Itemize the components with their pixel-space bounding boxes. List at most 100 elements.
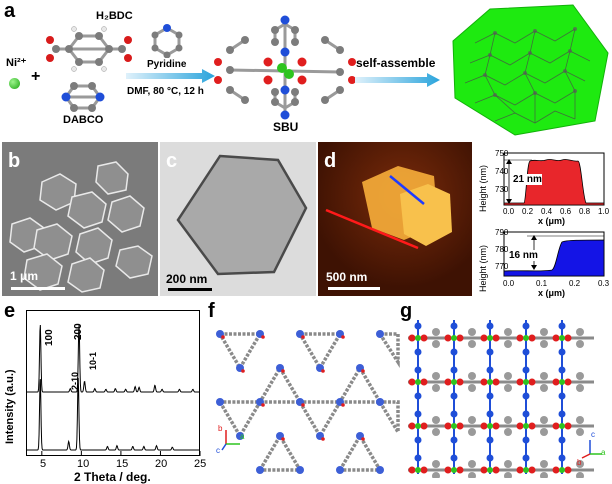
profile-top-xtick: 0.0 (503, 207, 515, 216)
afm-image: d 500 nm (318, 142, 472, 296)
panel-label-b: b (8, 150, 21, 172)
sbu-node-icon (408, 322, 440, 356)
pyridine-label: Pyridine (147, 59, 187, 70)
profile-bottom-fill (503, 239, 605, 277)
xrd-xtick: 5 (40, 458, 47, 470)
profile-top-xlabel: x (μm) (538, 216, 566, 226)
sbu-node-icon (516, 322, 548, 356)
sbu-node-icon (480, 454, 512, 478)
tem-scale-bar (168, 288, 212, 291)
profile-bottom-xtick: 0.2 (569, 279, 581, 288)
profile-top-ytick: 730 (495, 185, 509, 194)
panel-label-c: c (166, 150, 178, 172)
axis-a-label-g: a (601, 448, 606, 457)
xrd-xtick: 15 (116, 458, 129, 470)
sbu-node-icon (444, 366, 476, 400)
sbu-label: SBU (273, 120, 299, 134)
h2bdc-label: H₂BDC (96, 10, 133, 22)
afm-plates-icon (325, 166, 452, 250)
dabco-molecule-icon (61, 82, 105, 112)
self-assemble-label: self-assemble (356, 56, 436, 70)
kagome-structure-f (216, 330, 400, 474)
xrd-tick-marks (41, 451, 201, 456)
sbu-node-icon (408, 366, 440, 400)
profile-bottom-chart (503, 231, 605, 277)
sbu-node-icon (516, 454, 548, 478)
panel-label-e: e (4, 300, 16, 322)
xrd-peak-label: 10-1 (88, 351, 98, 370)
sbu-node-icon (552, 366, 584, 400)
sbu-node-icon (516, 366, 548, 400)
sbu-node-icon (480, 322, 512, 356)
sbu-node-icon (480, 410, 512, 444)
profile-bottom-ytick: 780 (495, 245, 509, 254)
self-assemble-arrow-icon (355, 73, 440, 87)
profile-top-xtick: 0.4 (541, 207, 553, 216)
profile-bottom-ytick: 790 (495, 228, 509, 237)
sem-scale-bar (11, 287, 65, 290)
profile-top-xtick: 0.8 (579, 207, 591, 216)
profile-top-ytick: 750 (495, 149, 509, 158)
panel-label-a: a (4, 0, 16, 22)
metal-node-icons (216, 330, 384, 474)
profile-top-chart (503, 152, 605, 206)
sbu-node-icon (552, 410, 584, 444)
profile-top-xtick: 0.2 (522, 207, 534, 216)
xrd-series-bottom (26, 377, 200, 451)
h2bdc-molecule-icon (46, 26, 132, 72)
sbu-structure-icon (214, 15, 356, 120)
tem-image: c 200 nm (160, 142, 316, 296)
xrd-xtick: 20 (155, 458, 168, 470)
pyridine-molecule-icon (151, 24, 183, 58)
axis-a-label-f: a (240, 432, 245, 441)
profile-top-ytick: 740 (495, 167, 509, 176)
profile-bottom-ytick: 770 (495, 262, 509, 271)
axis-triad-icon-f (221, 430, 240, 451)
axis-c-label-g: c (591, 430, 595, 439)
xrd-chart (26, 310, 201, 456)
pillared-structure-g (408, 320, 594, 478)
reaction-conditions: DMF, 80 °C, 12 h (127, 86, 204, 97)
afm-scale-label: 500 nm (326, 270, 368, 284)
sbu-node-icon (444, 454, 476, 478)
nickel-atom-icon (9, 78, 20, 89)
profile-top-xtick: 1.0 (598, 207, 610, 216)
axis-triad-icon-g (581, 440, 602, 459)
sbu-node-icon (552, 454, 584, 478)
sbu-node-icon (408, 410, 440, 444)
sbu-node-icon (552, 322, 584, 356)
sbu-node-icon (516, 410, 548, 444)
profile-top-annotation: 21 nm (513, 174, 542, 185)
xrd-xtick: 25 (194, 458, 207, 470)
xrd-ylabel: Intensity (a.u.) (4, 369, 16, 444)
dabco-label: DABCO (63, 114, 104, 126)
tem-scale-label: 200 nm (166, 272, 208, 286)
sbu-node-icon (444, 322, 476, 356)
xrd-peak-label: 200 (73, 323, 84, 340)
reaction-arrow-icon (126, 69, 215, 83)
axis-c-label-f: c (216, 446, 220, 455)
panel-label-f: f (208, 300, 215, 322)
tem-hexagon-plate-icon (176, 154, 308, 276)
xrd-series-simulated-top (26, 324, 200, 393)
profile-bottom-xtick: 0.3 (598, 279, 610, 288)
profile-top-fill (503, 159, 605, 206)
axis-b-label-f: b (218, 424, 223, 433)
profile-bottom-xtick: 0.1 (536, 279, 548, 288)
xrd-plot-frame (26, 310, 200, 456)
profile-bottom-annotation: 16 nm (509, 250, 538, 261)
plus-sign: + (31, 68, 41, 85)
sem-scale-label: 1 μm (10, 269, 39, 283)
sem-hexagon-plates-icon (9, 161, 153, 293)
xrd-peak-label: 100 (44, 329, 55, 346)
profile-top-xtick: 0.6 (560, 207, 572, 216)
ni-label: Ni²⁺ (6, 57, 27, 69)
mof-nanosheet-icon (452, 4, 609, 136)
sbu-node-icon (444, 410, 476, 444)
xrd-xlabel: 2 Theta / deg. (74, 470, 151, 484)
xrd-peak-label: 2-10 (70, 371, 80, 390)
sem-image: b 1 μm (2, 142, 158, 296)
profile-bottom-xtick: 0.0 (503, 279, 515, 288)
panel-label-g: g (400, 300, 413, 322)
